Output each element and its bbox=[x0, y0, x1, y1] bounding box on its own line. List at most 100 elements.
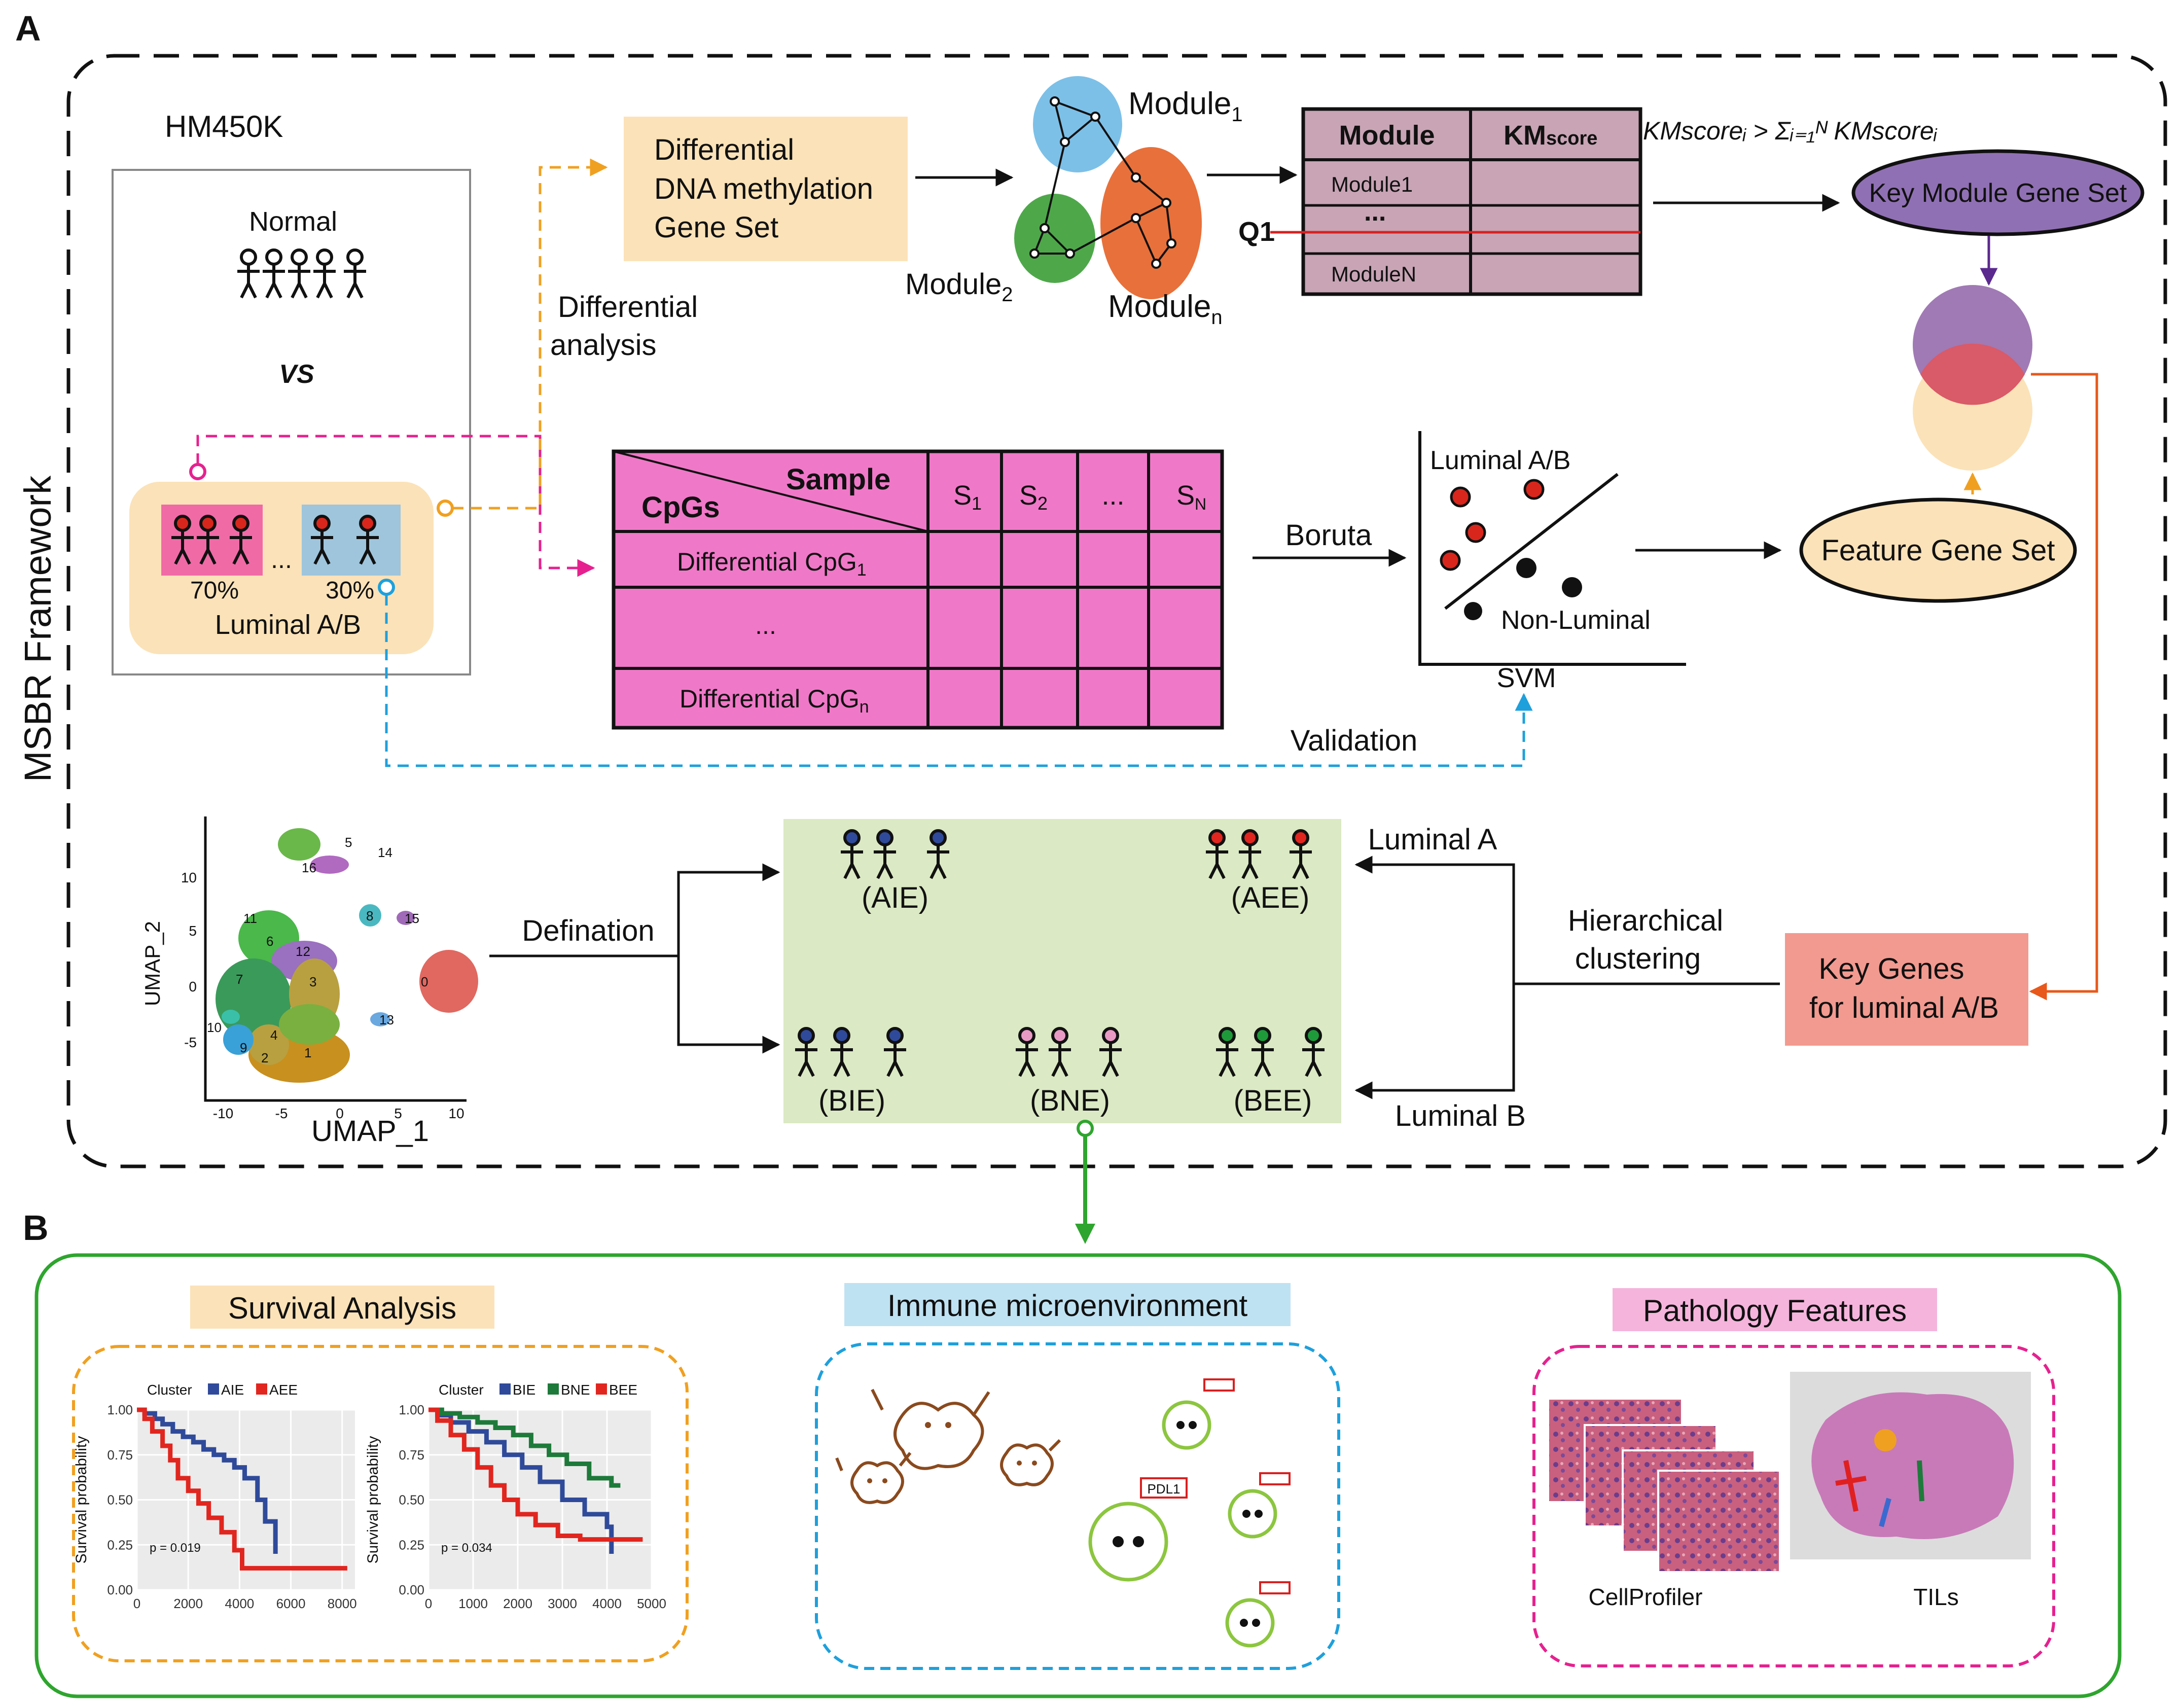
km-legend-label: BIE bbox=[513, 1382, 535, 1398]
key-module-gene-set-label: Key Module Gene Set bbox=[1869, 179, 2127, 208]
km-legend-label: AEE bbox=[269, 1382, 298, 1398]
svg-text:5: 5 bbox=[345, 835, 352, 850]
umap-yticks: 10 5 0 -5 bbox=[181, 870, 197, 1050]
venn-overlap bbox=[1920, 343, 2025, 405]
km-ytick-label: 0.00 bbox=[107, 1582, 133, 1597]
cyan-connector-dot bbox=[378, 579, 395, 596]
svg-text:9: 9 bbox=[240, 1040, 247, 1055]
arrow-to-luminal-a bbox=[1354, 856, 1515, 984]
subtype-box bbox=[783, 819, 1341, 1123]
svg-text:13: 13 bbox=[379, 1012, 394, 1027]
diff-cpgn-row: Differential CpGn bbox=[680, 685, 869, 717]
cpg-table bbox=[612, 449, 1224, 730]
tumor-cell-eyes bbox=[867, 1422, 1037, 1483]
vs-label: VS bbox=[279, 360, 314, 389]
table-row-modulen: ModuleN bbox=[1331, 262, 1416, 286]
svg-text:0: 0 bbox=[336, 1106, 344, 1121]
module-network bbox=[1014, 76, 1202, 299]
arrow-to-luminal-b bbox=[1354, 984, 1515, 1099]
cpg-cpgs-header: CpGs bbox=[641, 491, 720, 524]
dmg-line3: Gene Set bbox=[654, 211, 778, 244]
survival-dashed-box bbox=[72, 1345, 689, 1662]
normal-label: Normal bbox=[249, 206, 337, 237]
svg-text:-5: -5 bbox=[184, 1035, 197, 1050]
svg-text:5: 5 bbox=[394, 1106, 402, 1121]
km-xtick-label: 8000 bbox=[328, 1596, 357, 1611]
km-xtick-label: 4000 bbox=[225, 1596, 254, 1611]
aie-label: (AIE) bbox=[862, 881, 928, 914]
svg-text:14: 14 bbox=[378, 845, 392, 860]
cellprofiler-label: CellProfiler bbox=[1589, 1584, 1703, 1610]
diff-cpg1-row: Differential CpG1 bbox=[677, 548, 867, 580]
dmg-line2: DNA methylation bbox=[654, 172, 873, 205]
framework-label: MSBR Framework bbox=[17, 475, 59, 782]
modulen-node bbox=[1100, 147, 1202, 299]
bie-label: (BIE) bbox=[818, 1084, 885, 1117]
km-legend-label: BNE bbox=[561, 1382, 590, 1398]
pathology-dashed-box bbox=[1532, 1345, 2055, 1667]
svg-text:7: 7 bbox=[236, 972, 243, 987]
km-xtick-label: 6000 bbox=[276, 1596, 306, 1611]
km-pvalue: p = 0.034 bbox=[441, 1541, 492, 1555]
pct-30-label: 30% bbox=[326, 577, 374, 604]
immune-dashed-box bbox=[815, 1342, 1340, 1670]
km-legend-title: Cluster bbox=[147, 1382, 192, 1398]
luminal-70-box bbox=[161, 505, 263, 576]
luminal-30-box bbox=[302, 505, 401, 576]
panel-a-letter: A bbox=[15, 9, 41, 48]
pdl1-label: PDL1 bbox=[1147, 1481, 1180, 1497]
immune-title: Immune microenvironment bbox=[887, 1289, 1248, 1323]
pct-70-label: 70% bbox=[190, 577, 239, 604]
module-km-table bbox=[1270, 107, 1642, 296]
hm450k-box bbox=[112, 169, 471, 675]
module1-node bbox=[1033, 76, 1122, 172]
km-xtick-label: 0 bbox=[133, 1596, 140, 1611]
boruta-label: Boruta bbox=[1285, 519, 1373, 552]
svg-text:5: 5 bbox=[189, 923, 197, 939]
magenta-dashed-arrow bbox=[196, 435, 595, 577]
q1-label: Q1 bbox=[1238, 217, 1275, 247]
dmg-box bbox=[624, 117, 908, 261]
km-ytick-label: 0.50 bbox=[107, 1492, 133, 1508]
km-ytick-label: 0.25 bbox=[107, 1537, 133, 1552]
km-xtick-label: 2000 bbox=[503, 1596, 532, 1611]
tumor-cell-icons bbox=[835, 1389, 1061, 1504]
umap-plot bbox=[204, 816, 478, 1102]
diff-cpg-dots-row: ... bbox=[755, 611, 776, 639]
s2-header: S2 bbox=[1019, 480, 1048, 514]
svg-text:0: 0 bbox=[189, 979, 197, 994]
km-legend-swatch bbox=[256, 1383, 267, 1395]
diff-analysis-line1: Differential bbox=[558, 291, 698, 324]
feature-gene-set bbox=[1799, 497, 2077, 603]
magenta-connector-dot bbox=[189, 463, 206, 480]
km-curve-aee bbox=[137, 1407, 347, 1571]
module1-label: Module1 bbox=[1128, 86, 1243, 126]
km-xtick-label: 0 bbox=[425, 1596, 432, 1611]
green-connector-dot bbox=[1077, 1120, 1094, 1137]
km-ylabel: Survival probability bbox=[365, 1436, 381, 1564]
km-ytick-label: 0.25 bbox=[399, 1537, 424, 1552]
svg-text:8: 8 bbox=[366, 908, 373, 923]
umap-xticks: -10 -5 0 5 10 bbox=[213, 1106, 464, 1121]
svg-text:1: 1 bbox=[304, 1045, 311, 1060]
orange-connector-dot bbox=[437, 500, 454, 517]
km-xtick-label: 2000 bbox=[173, 1596, 203, 1611]
km-ylabel: Survival probability bbox=[73, 1436, 90, 1564]
svg-text:12: 12 bbox=[296, 944, 310, 959]
svg-text:2: 2 bbox=[261, 1050, 268, 1065]
cpg-sample-header: Sample bbox=[786, 463, 890, 496]
svm-nonluminal-label: Non-Luminal bbox=[1501, 606, 1651, 635]
pathology-title-bg bbox=[1613, 1288, 1937, 1331]
svm-luminal-label: Luminal A/B bbox=[1430, 446, 1571, 475]
svg-text:-10: -10 bbox=[213, 1106, 233, 1121]
arrow-to-aie bbox=[677, 863, 780, 956]
table-row-dots: ... bbox=[1364, 197, 1386, 227]
km-ytick-label: 1.00 bbox=[399, 1402, 424, 1417]
svg-text:10: 10 bbox=[448, 1106, 464, 1121]
key-genes-line2: for luminal A/B bbox=[1809, 991, 1999, 1024]
km-xtick-label: 4000 bbox=[592, 1596, 622, 1611]
luminal-ab-label: Luminal A/B bbox=[215, 610, 361, 640]
km-curve-aie bbox=[137, 1407, 278, 1554]
dmg-line1: Differential bbox=[654, 133, 794, 166]
